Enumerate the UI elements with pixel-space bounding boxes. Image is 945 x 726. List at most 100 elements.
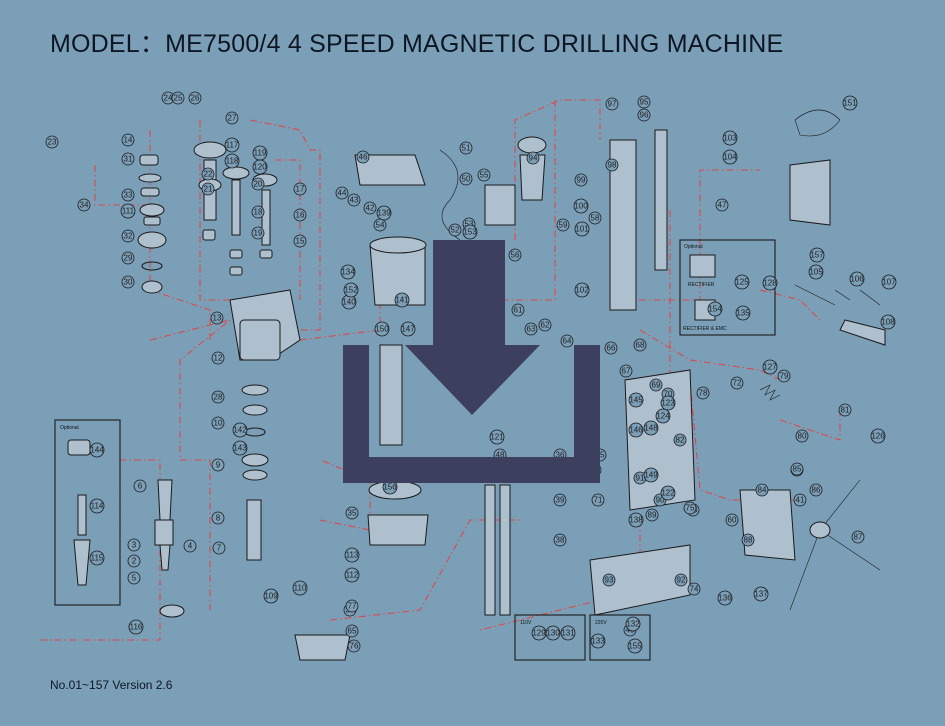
part-number: 151 (843, 99, 857, 108)
part-number: 58 (591, 214, 600, 223)
part-callout: 19 (251, 226, 265, 240)
callout-bubble (696, 386, 710, 400)
wrench (794, 284, 836, 306)
callout-bubble (604, 341, 618, 355)
callout-bubble (374, 321, 390, 337)
callout-bubble (251, 177, 265, 191)
callout-bubble (201, 167, 215, 181)
callout-bubble (753, 586, 769, 602)
part-number: 80 (798, 432, 807, 441)
callout-bubble (211, 390, 225, 404)
guide-line (479, 520, 641, 631)
callout-bubble (511, 303, 525, 317)
callout-bubble (741, 533, 755, 547)
part-number: 130 (546, 629, 560, 638)
optional-rectifier-box: Optional RECTIFIER RECTIFIER & EMC (679, 239, 776, 336)
gear-stack-left (137, 154, 167, 294)
arbor (159, 544, 171, 571)
part-callout: 155 (627, 638, 643, 654)
callout-bubble (121, 152, 135, 166)
callout-bubble (605, 158, 619, 172)
part-callout: 133 (590, 633, 606, 649)
callout-bubble (625, 616, 641, 632)
part-number: 65 (348, 627, 357, 636)
callout-bubble (809, 247, 825, 263)
part-number: 136 (718, 594, 732, 603)
part-callout: 74 (687, 582, 701, 596)
part-callout: 111 (120, 203, 136, 219)
part-callout: 68 (633, 338, 647, 352)
part-number: 75 (686, 504, 695, 513)
part-callout: 43 (347, 193, 361, 207)
part-callout: 35 (345, 506, 359, 520)
callout-bubble (232, 422, 248, 438)
gear (222, 166, 250, 180)
part-number: 105 (809, 268, 823, 277)
callout-bubble (793, 493, 807, 507)
part-callout: 47 (715, 198, 729, 212)
part-callout: 46 (356, 150, 370, 164)
bushing (259, 249, 273, 259)
part-number: 149 (644, 471, 658, 480)
box-label: Optional (684, 244, 703, 250)
callout-bubble (851, 530, 865, 544)
bottom-plate (294, 634, 351, 661)
hex-key (859, 289, 881, 306)
callout-bubble (89, 442, 105, 458)
part-number: 114 (91, 502, 104, 511)
part-callout: 94 (526, 151, 540, 165)
callout-bubble (225, 111, 239, 125)
guide-line (275, 159, 301, 300)
part-callout: 115 (89, 550, 105, 566)
download-icon[interactable] (343, 240, 600, 483)
callout-bubble (660, 395, 676, 411)
part-callout: 80 (795, 429, 809, 443)
box-frame (54, 419, 121, 606)
part-callout: 150 (374, 321, 390, 337)
part-callout: 98 (605, 158, 619, 172)
callout-bubble (344, 567, 360, 583)
motor-housing (369, 236, 427, 254)
chip-guard (789, 159, 831, 226)
part-number: 67 (622, 367, 631, 376)
part-callout: 87 (851, 530, 865, 544)
part-callout: 125 (734, 274, 750, 290)
part-callout: 89 (645, 508, 659, 522)
callout-bubble (795, 429, 809, 443)
part-callout: 9 (211, 458, 225, 472)
part-number: 63 (527, 325, 536, 334)
part-number: 70 (664, 390, 673, 399)
part-callout: 103 (722, 130, 738, 146)
part-callout: 151 (842, 95, 858, 111)
part-callout: 97 (605, 97, 619, 111)
part-number: 15 (296, 237, 305, 246)
callout-bubble (849, 271, 865, 287)
gear (138, 173, 162, 183)
part-callout: 67 (619, 364, 633, 378)
bearing (141, 280, 163, 294)
part-number: 118 (226, 157, 239, 166)
part-callout: 65 (345, 624, 359, 638)
part-number: 4 (188, 542, 193, 551)
callout-bubble (722, 130, 738, 146)
part-number: 79 (780, 372, 789, 381)
slide-bar (499, 484, 511, 616)
part-number: 5 (132, 574, 137, 583)
guide-line (639, 210, 671, 460)
callout-bubble (838, 403, 852, 417)
part-number: 35 (348, 509, 357, 518)
part-number: 113 (346, 551, 359, 560)
switch-box (354, 136, 547, 226)
part-callout: 131 (560, 625, 576, 641)
part-callout: 116 (128, 619, 144, 635)
part-callout: 154 (707, 301, 723, 317)
callout-bubble (340, 264, 356, 280)
part-number: 36 (556, 451, 565, 460)
motor-armature (367, 236, 429, 546)
callout-bubble (735, 305, 751, 321)
part-callout: 86 (809, 483, 823, 497)
part-number: 18 (254, 208, 263, 217)
part-number: 77 (348, 602, 357, 611)
callout-bubble (725, 513, 739, 527)
callout-bubble (553, 533, 567, 547)
